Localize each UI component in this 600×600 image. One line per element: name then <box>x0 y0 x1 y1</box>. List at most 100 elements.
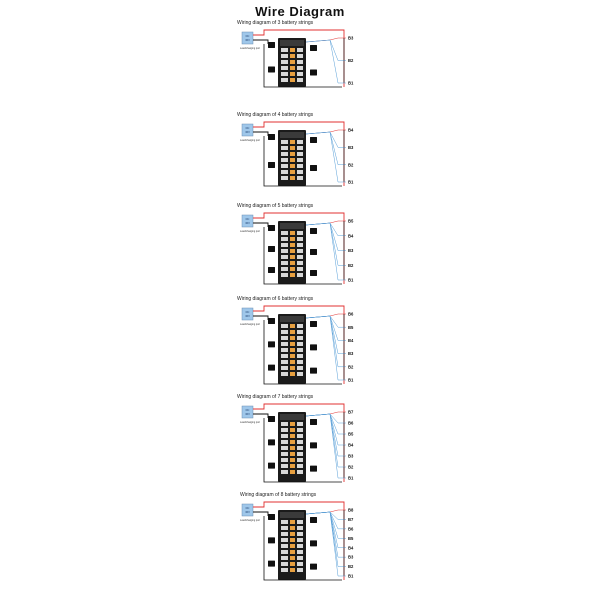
fuse-component <box>290 544 295 548</box>
connector-block <box>268 416 275 422</box>
mosfet-chip <box>281 336 288 340</box>
mosfet-chip <box>297 372 303 376</box>
cell-label: B1 <box>348 378 354 383</box>
charger-label: 36V <box>245 38 250 42</box>
negative-bus <box>263 418 342 483</box>
balance-wire <box>305 315 346 341</box>
connector-block <box>268 514 275 520</box>
fuse-component <box>290 458 295 462</box>
mosfet-chip <box>297 152 303 156</box>
connector-block <box>268 560 275 567</box>
charger-label: DC <box>246 126 250 130</box>
balance-wire <box>305 511 346 539</box>
negative-bus <box>263 136 342 187</box>
mosfet-chip <box>281 428 288 432</box>
cell-label: B1 <box>348 476 354 481</box>
connector-block <box>310 540 317 547</box>
mosfet-chip <box>297 54 303 58</box>
negative-wire <box>253 413 269 418</box>
charger-label: 36V <box>245 221 250 225</box>
mosfet-chip <box>297 176 303 180</box>
mosfet-chip <box>281 458 288 462</box>
fuse-component <box>290 342 295 346</box>
panel-caption: Wiring diagram of 3 battery strings <box>237 20 314 26</box>
fuse-component <box>290 520 295 524</box>
connector-block <box>310 45 317 51</box>
balance-wire <box>305 413 346 446</box>
mosfet-chip <box>281 140 288 144</box>
cell-label: B3 <box>348 351 354 356</box>
mosfet-chip <box>281 255 288 259</box>
mosfet-chip <box>297 464 303 468</box>
cell-label: B6 <box>348 421 354 426</box>
mosfet-chip <box>281 372 288 376</box>
bms-header <box>280 40 304 46</box>
mosfet-chip <box>297 556 303 560</box>
mosfet-chip <box>281 532 288 536</box>
charger-port-label: Load/charging port <box>240 139 260 142</box>
fuse-component <box>290 550 295 554</box>
fuse-component <box>290 556 295 560</box>
mosfet-chip <box>297 446 303 450</box>
mosfet-chip <box>297 428 303 432</box>
cell-label: B3 <box>348 248 354 253</box>
mosfet-chip <box>281 550 288 554</box>
fuse-component <box>290 231 295 235</box>
mosfet-chip <box>297 249 303 253</box>
mosfet-chip <box>281 446 288 450</box>
mosfet-chip <box>297 267 303 271</box>
fuse-component <box>290 170 295 174</box>
fuse-component <box>290 78 295 82</box>
mosfet-chip <box>297 243 303 247</box>
mosfet-chip <box>297 348 303 352</box>
cell-label: B6 <box>348 312 354 317</box>
mosfet-chip <box>281 452 288 456</box>
mosfet-chip <box>297 164 303 168</box>
cell-label: B4 <box>348 443 354 448</box>
charger-icon <box>241 405 254 419</box>
fuse-component <box>290 54 295 58</box>
negative-wire <box>253 131 269 136</box>
balance-wire <box>305 222 346 281</box>
fuse-component <box>290 176 295 180</box>
balance-wire <box>305 222 346 251</box>
cell-label: B4 <box>348 545 354 550</box>
fuse-component <box>290 152 295 156</box>
charger-label: DC <box>246 34 250 38</box>
fuse-component <box>290 72 295 76</box>
connector-block <box>310 321 317 327</box>
fuse-component <box>290 140 295 144</box>
panel-caption: Wiring diagram of 6 battery strings <box>237 296 314 302</box>
mosfet-chip <box>281 78 288 82</box>
balance-wire <box>305 39 346 84</box>
mosfet-chip <box>281 261 288 265</box>
mosfet-chip <box>297 366 303 370</box>
mosfet-chip <box>281 152 288 156</box>
negative-wire <box>253 511 269 516</box>
fuse-component <box>290 532 295 536</box>
mosfet-chip <box>297 532 303 536</box>
mosfet-chip <box>297 568 303 572</box>
charger-label: 36V <box>245 130 250 134</box>
cell-label: B2 <box>348 162 354 167</box>
mosfet-chip <box>281 324 288 328</box>
mosfet-chip <box>281 237 288 241</box>
mosfet-chip <box>281 330 288 334</box>
fuse-component <box>290 66 295 70</box>
negative-bus <box>263 320 342 385</box>
mosfet-chip <box>297 237 303 241</box>
charger-label: 36V <box>245 510 250 514</box>
connector-block <box>268 246 275 252</box>
fuse-component <box>290 440 295 444</box>
charger-icon <box>241 503 254 517</box>
cell-label: B5 <box>348 432 354 437</box>
page-title: Wire Diagram <box>255 4 345 19</box>
fuse-component <box>290 164 295 168</box>
mosfet-chip <box>281 568 288 572</box>
mosfet-chip <box>281 348 288 352</box>
cell-label: B3 <box>348 145 354 150</box>
